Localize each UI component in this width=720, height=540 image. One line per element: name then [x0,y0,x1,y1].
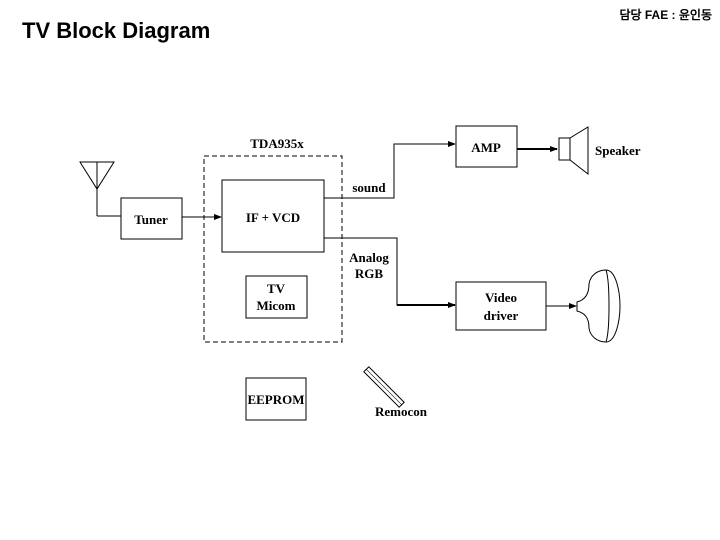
remocon-label: Remocon [375,404,428,419]
tv-micom-label-2: Micom [257,298,296,313]
chip-label: TDA935x [250,136,304,151]
analog-rgb-signal-path: Analog RGB [324,237,456,308]
video-driver-label-2: driver [484,308,519,323]
remocon-icon: Remocon [363,366,428,419]
sound-signal-path: sound [324,141,456,199]
eeprom-block: EEPROM [245,377,307,421]
analog-rgb-label-1: Analog [349,250,389,265]
amp-label: AMP [471,140,501,155]
tda935x-chip: TDA935x [203,136,343,343]
video-driver-block: Video driver [455,281,547,331]
eeprom-label: EEPROM [247,392,304,407]
tv-micom-block: TV Micom [245,275,308,319]
page-title: TV Block Diagram [22,18,211,43]
tv-micom-label-1: TV [267,281,286,296]
speaker-icon: Speaker [558,126,641,176]
crt-tube-icon [576,269,621,343]
speaker-label: Speaker [595,143,641,158]
video-driver-label-1: Video [485,290,517,305]
tuner-block: Tuner [120,197,183,240]
sound-label: sound [352,180,386,195]
if-vcd-label: IF + VCD [246,210,300,225]
amp-block: AMP [455,125,518,168]
if-vcd-block: IF + VCD [221,179,325,253]
analog-rgb-label-2: RGB [355,266,384,281]
antenna-icon [79,161,121,217]
tuner-label: Tuner [134,212,168,227]
fae-label: 담당 FAE : 윤인동 [619,8,712,22]
